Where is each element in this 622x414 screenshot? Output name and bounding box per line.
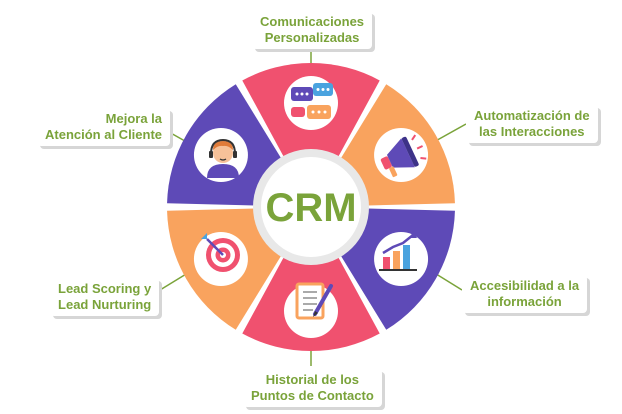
label-line: Mejora la xyxy=(105,111,163,126)
label-accesibilidad: Accesibilidad a la información xyxy=(462,275,588,313)
label-lead: Lead Scoring y Lead Nurturing xyxy=(50,278,160,316)
label-historial: Historial de los Puntos de Contacto xyxy=(243,369,382,407)
label-line: información xyxy=(487,294,562,309)
center-label: CRM xyxy=(265,186,356,230)
growth-chart-icon xyxy=(379,231,417,271)
label-comunicaciones: Comunicaciones Personalizadas xyxy=(252,11,373,49)
document-pen-icon xyxy=(295,282,333,320)
label-line: Personalizadas xyxy=(264,30,360,45)
label-line: Lead Scoring y xyxy=(58,281,152,296)
label-line: Atención al Cliente xyxy=(45,127,163,142)
label-line: Puntos de Contacto xyxy=(251,388,374,403)
segment-comunicaciones xyxy=(242,62,380,207)
segment-historial xyxy=(242,207,380,351)
icon-badge-accesibilidad xyxy=(374,232,429,286)
label-line: Automatización de xyxy=(474,108,590,123)
center-circle xyxy=(261,157,361,257)
label-line: Lead Nurturing xyxy=(58,297,152,312)
target-icon xyxy=(201,233,240,272)
chat-bubbles-icon xyxy=(291,83,333,119)
label-automatizacion: Automatización de las Interacciones xyxy=(466,105,598,143)
label-mejora: Mejora la Atención al Cliente xyxy=(37,108,171,146)
label-line: las Interacciones xyxy=(479,124,585,139)
customer-support-icon xyxy=(207,138,239,178)
label-line: Historial de los xyxy=(265,372,359,387)
label-line: Comunicaciones xyxy=(260,14,365,29)
megaphone-icon xyxy=(380,134,427,178)
label-line: Accesibilidad a la xyxy=(470,278,580,293)
